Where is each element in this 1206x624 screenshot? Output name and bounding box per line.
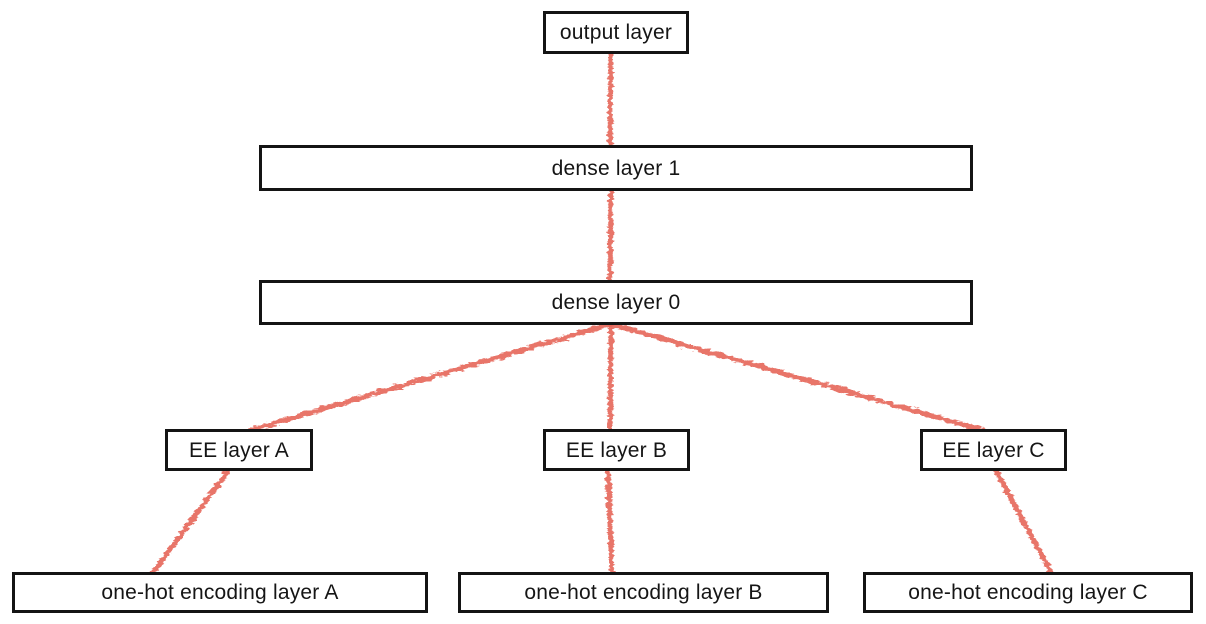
node-ee-layer-b: EE layer B <box>543 429 690 471</box>
node-onehot-layer-a: one-hot encoding layer A <box>12 572 428 613</box>
edge-dense0-ee-a <box>248 321 614 433</box>
edge-output-dense1 <box>607 51 614 150</box>
edge-dense0-ee-c <box>608 321 985 433</box>
edge-ee-c-onehot-c <box>993 468 1055 577</box>
edge-ee-a-onehot-a <box>149 468 231 577</box>
node-dense-layer-0: dense layer 0 <box>259 280 973 325</box>
node-output-layer: output layer <box>543 11 689 54</box>
node-onehot-layer-b: one-hot encoding layer B <box>458 572 829 613</box>
node-onehot-layer-c: one-hot encoding layer C <box>863 572 1193 613</box>
node-ee-layer-a: EE layer A <box>165 429 313 471</box>
node-dense-layer-1: dense layer 1 <box>259 145 973 191</box>
edge-dense1-dense0 <box>607 188 614 284</box>
edge-dense0-ee-b <box>607 321 614 433</box>
node-ee-layer-c: EE layer C <box>920 429 1067 471</box>
edge-ee-b-onehot-b <box>605 468 615 577</box>
